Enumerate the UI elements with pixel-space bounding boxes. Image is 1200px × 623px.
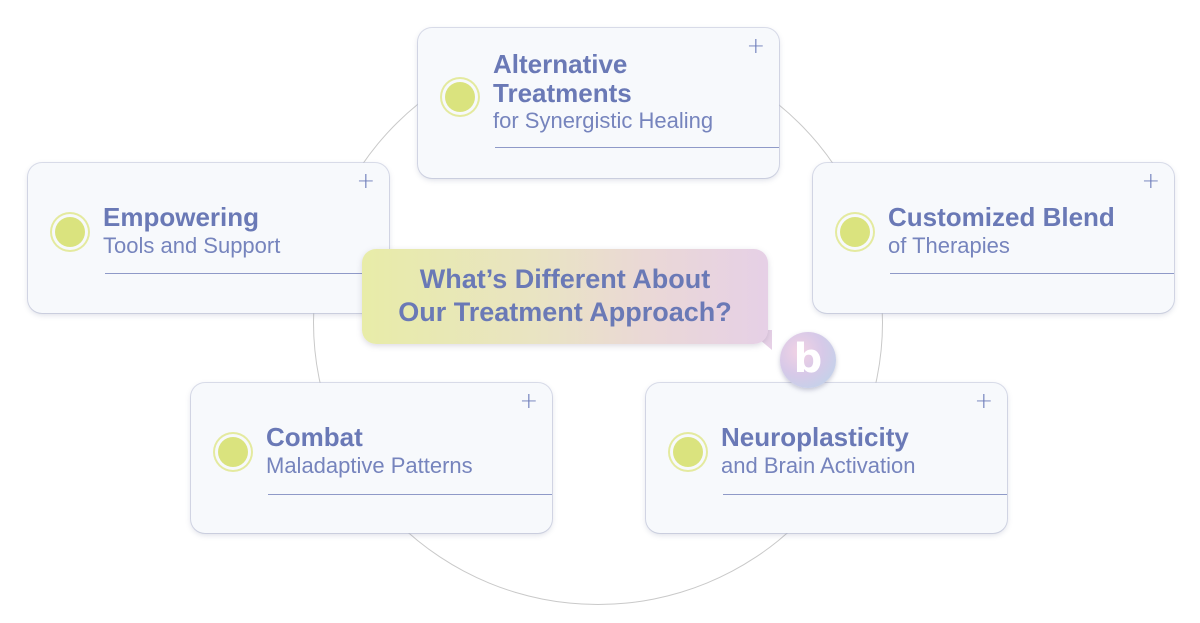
card-neuroplasticity[interactable]: Neuroplasticity and Brain Activation +: [646, 383, 1007, 533]
plus-icon[interactable]: +: [519, 389, 538, 414]
brand-logo: b: [780, 332, 836, 388]
card-subtitle: and Brain Activation: [721, 453, 916, 478]
card-title: Alternative: [493, 49, 628, 79]
center-question-line2: Our Treatment Approach?: [398, 297, 732, 327]
card-subtitle: Tools and Support: [103, 233, 281, 258]
card-title-line2: Treatments: [493, 78, 632, 108]
card-title: Neuroplasticity: [721, 422, 909, 452]
bullet-dot-icon: [445, 82, 475, 112]
bullet-dot-icon: [673, 437, 703, 467]
underline-divider: [105, 273, 389, 274]
plus-icon[interactable]: +: [1141, 169, 1160, 194]
card-subtitle: Maladaptive Patterns: [266, 453, 473, 478]
card-alternative-treatments[interactable]: Alternative Treatments for Synergistic H…: [418, 28, 779, 178]
plus-icon[interactable]: +: [746, 34, 765, 59]
center-question: What’s Different About Our Treatment App…: [362, 263, 768, 329]
bullet-dot-icon: [218, 437, 248, 467]
card-title: Customized Blend: [888, 202, 1115, 232]
card-subtitle: for Synergistic Healing: [493, 108, 714, 133]
card-customized-blend[interactable]: Customized Blend of Therapies +: [813, 163, 1174, 313]
card-title: Empowering: [103, 202, 260, 232]
center-question-bubble: What’s Different About Our Treatment App…: [362, 249, 768, 344]
underline-divider: [268, 494, 552, 495]
plus-icon[interactable]: +: [356, 169, 375, 194]
underline-divider: [495, 147, 779, 148]
card-subtitle: of Therapies: [888, 233, 1010, 258]
underline-divider: [890, 273, 1174, 274]
brand-logo-letter: b: [793, 336, 823, 382]
center-question-line1: What’s Different About: [419, 264, 711, 294]
card-combat[interactable]: Combat Maladaptive Patterns +: [191, 383, 552, 533]
plus-icon[interactable]: +: [974, 389, 993, 414]
bullet-dot-icon: [55, 217, 85, 247]
card-empowering[interactable]: Empowering Tools and Support +: [28, 163, 389, 313]
card-title: Combat: [266, 422, 363, 452]
underline-divider: [723, 494, 1007, 495]
bullet-dot-icon: [840, 217, 870, 247]
